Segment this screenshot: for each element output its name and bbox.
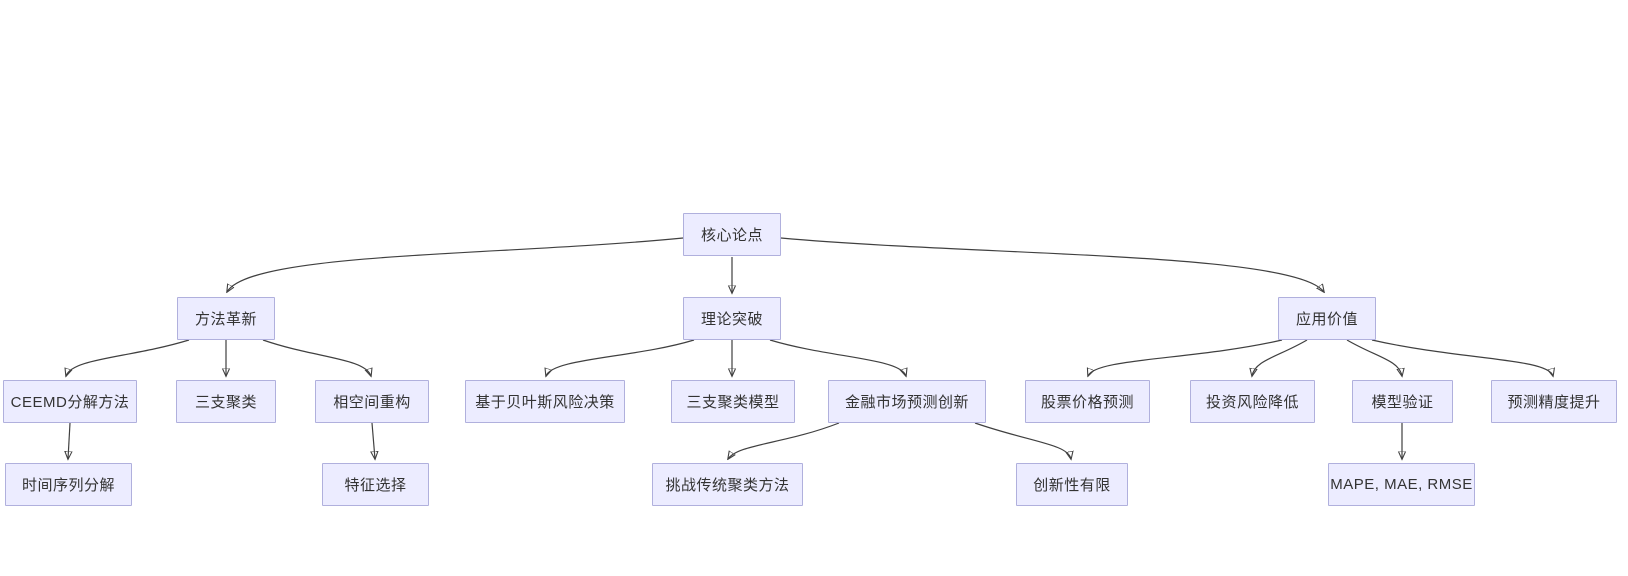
node-evaluation-metrics: MAPE, MAE, RMSE <box>1328 463 1475 506</box>
node-feature-selection: 特征选择 <box>322 463 429 506</box>
node-label: 基于贝叶斯风险决策 <box>475 394 615 411</box>
node-three-way-clustering-model: 三支聚类模型 <box>671 380 795 423</box>
node-bayesian-risk-decision: 基于贝叶斯风险决策 <box>465 380 625 423</box>
edge-theory-fininnovation <box>769 339 906 376</box>
node-label: 特征选择 <box>344 477 407 494</box>
node-ceemd-decomposition: CEEMD分解方法 <box>3 380 137 423</box>
edge-core-method <box>227 237 684 292</box>
node-label: 股票价格预测 <box>1040 394 1134 411</box>
edge-application-precision <box>1371 339 1553 376</box>
node-label: MAPE, MAE, RMSE <box>1330 476 1473 493</box>
node-label: 理论突破 <box>700 311 763 328</box>
node-label: 应用价值 <box>1295 311 1358 328</box>
node-financial-forecast-innovation: 金融市场预测创新 <box>828 380 986 423</box>
node-label: CEEMD分解方法 <box>10 394 130 411</box>
node-label: 时间序列分解 <box>21 477 115 494</box>
node-label: 预测精度提升 <box>1507 394 1601 411</box>
node-stock-price-prediction: 股票价格预测 <box>1025 380 1150 423</box>
edge-application-riskreduce <box>1252 339 1308 376</box>
edge-ceemd-timeseries <box>68 422 70 459</box>
edge-core-application <box>780 237 1324 292</box>
node-three-way-clustering: 三支聚类 <box>176 380 276 423</box>
node-challenge-traditional-clustering: 挑战传统聚类方法 <box>652 463 803 506</box>
node-investment-risk-reduction: 投资风险降低 <box>1190 380 1315 423</box>
edge-application-modelvalid <box>1346 339 1402 376</box>
node-label: 三支聚类模型 <box>686 394 780 411</box>
edge-fininnovation-limited <box>974 422 1071 459</box>
node-application-value: 应用价值 <box>1278 297 1376 340</box>
node-label: 相空间重构 <box>333 394 411 411</box>
node-label: 金融市场预测创新 <box>844 394 969 411</box>
node-prediction-accuracy-improvement: 预测精度提升 <box>1491 380 1617 423</box>
edge-method-phasespace <box>262 339 371 376</box>
node-limited-innovation: 创新性有限 <box>1016 463 1128 506</box>
node-label: 投资风险降低 <box>1205 394 1299 411</box>
node-label: 三支聚类 <box>194 394 257 411</box>
node-method-innovation: 方法革新 <box>177 297 275 340</box>
node-label: 模型验证 <box>1371 394 1434 411</box>
node-time-series-decomposition: 时间序列分解 <box>5 463 132 506</box>
node-core-thesis: 核心论点 <box>683 213 781 256</box>
edge-method-ceemd <box>66 339 190 376</box>
node-phase-space-reconstruction: 相空间重构 <box>315 380 429 423</box>
node-label: 核心论点 <box>700 227 763 244</box>
node-label: 创新性有限 <box>1033 477 1111 494</box>
node-model-validation: 模型验证 <box>1352 380 1453 423</box>
edge-phasespace-featuresel <box>372 422 375 459</box>
edge-theory-bayes <box>546 339 695 376</box>
edge-application-stockpred <box>1088 339 1283 376</box>
node-label: 挑战传统聚类方法 <box>665 477 790 494</box>
edge-fininnovation-challenge <box>728 422 840 459</box>
node-theory-breakthrough: 理论突破 <box>683 297 781 340</box>
node-label: 方法革新 <box>194 311 257 328</box>
